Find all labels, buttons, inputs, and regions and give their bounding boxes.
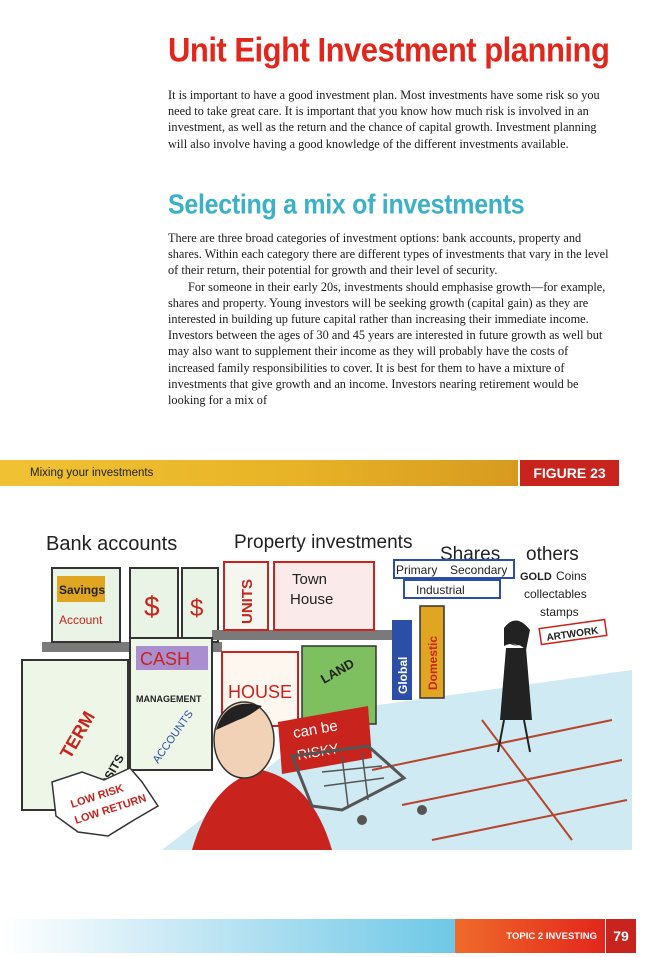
domestic-box (419, 605, 445, 699)
label-management: MANAGEMENT (136, 694, 202, 704)
label-dollar-2: $ (190, 595, 203, 622)
label-account: Account (59, 613, 103, 627)
global-box (392, 620, 412, 700)
trolley-wheel-2 (417, 805, 427, 815)
woman-shopper-body (500, 648, 532, 720)
floor-tiles (371, 719, 628, 841)
label-property-investments: Property investments (234, 532, 412, 553)
body-paragraph-1: There are three broad categories of inve… (168, 231, 609, 278)
figure-label: FIGURE 23 (520, 460, 619, 486)
artwork-frame (538, 618, 608, 646)
town-house-building (273, 561, 375, 631)
footer-bar (0, 919, 455, 953)
intro-paragraph: It is important to have a good investmen… (168, 88, 600, 151)
primary-secondary-box (393, 559, 515, 579)
industrial-box (403, 579, 501, 599)
label-gold: GOLD (520, 571, 552, 583)
label-primary: Primary (396, 563, 437, 577)
label-stamps: stamps (540, 605, 579, 619)
dollar-box-1 (129, 567, 179, 643)
label-bank-accounts: Bank accounts (46, 533, 177, 555)
section-body: There are three broad categories of inve… (168, 230, 616, 408)
shopping-trolley (289, 744, 407, 812)
label-house-caps: HOUSE (228, 682, 292, 702)
body-paragraph-2: For someone in their early 20s, investme… (168, 279, 606, 408)
label-industrial: Industrial (416, 583, 465, 597)
page-title: Unit Eight Investment planning (168, 30, 610, 70)
woman-shopper-hair (504, 620, 530, 650)
footer-topic: TOPIC 2 INVESTING (455, 919, 605, 953)
label-town: Town (292, 571, 327, 588)
page-number: 79 (606, 919, 636, 953)
label-units: UNITS (239, 579, 256, 624)
units-building (223, 561, 269, 631)
low-risk-starburst (51, 767, 160, 837)
label-coins: Coins (556, 569, 587, 583)
figure-caption-bar (0, 460, 518, 486)
label-savings: Savings (59, 583, 105, 597)
section-heading: Selecting a mix of investments (168, 189, 525, 221)
label-house: House (290, 591, 333, 608)
woman-shopper-legs (497, 719, 531, 753)
label-domestic: Domestic (426, 636, 440, 690)
savings-badge (57, 576, 105, 602)
label-cash: CASH (140, 649, 190, 669)
trolley-grid (321, 751, 385, 807)
label-others: others (526, 544, 579, 565)
label-global: Global (396, 657, 410, 694)
investment-mix-illustration: Bank accounts Property investments Share… (21, 532, 632, 850)
can-be-risky-banner (278, 706, 372, 774)
man-shopper-body (192, 770, 332, 850)
label-dollar-1: $ (144, 591, 160, 622)
cash-badge (136, 646, 208, 670)
shelf-top-middle (212, 630, 392, 640)
man-shopper-hair (216, 703, 262, 730)
trolley-wheel-1 (357, 815, 367, 825)
figure-caption: Mixing your investments (30, 467, 154, 479)
dollar-box-2 (181, 567, 219, 643)
label-secondary: Secondary (450, 563, 507, 577)
label-collectables: collectables (524, 587, 587, 601)
